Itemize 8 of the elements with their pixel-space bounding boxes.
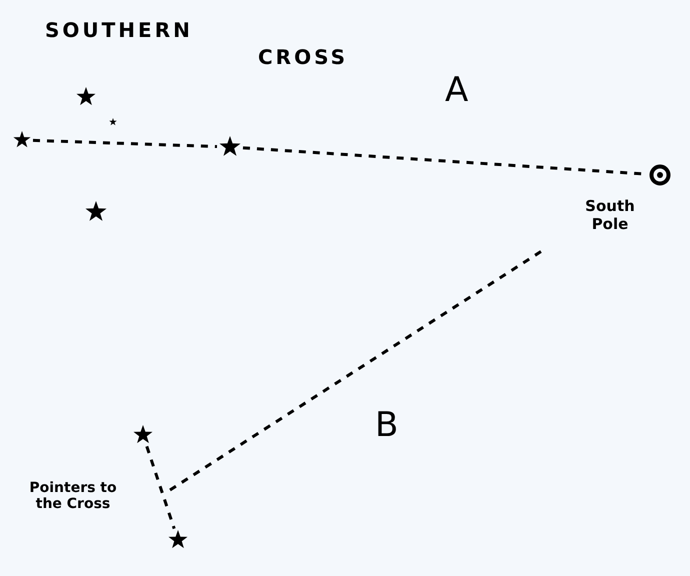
star-label: Pointers to the Cross [28, 480, 118, 512]
region-letter: B [375, 405, 398, 445]
dashed-line [145, 446, 176, 530]
constellation-name: SOUTHERN [45, 18, 193, 42]
dashed-line [32, 138, 218, 148]
region-letter: A [445, 70, 468, 110]
star-label: South Pole [584, 197, 636, 233]
constellation-name: CROSS [258, 45, 348, 69]
